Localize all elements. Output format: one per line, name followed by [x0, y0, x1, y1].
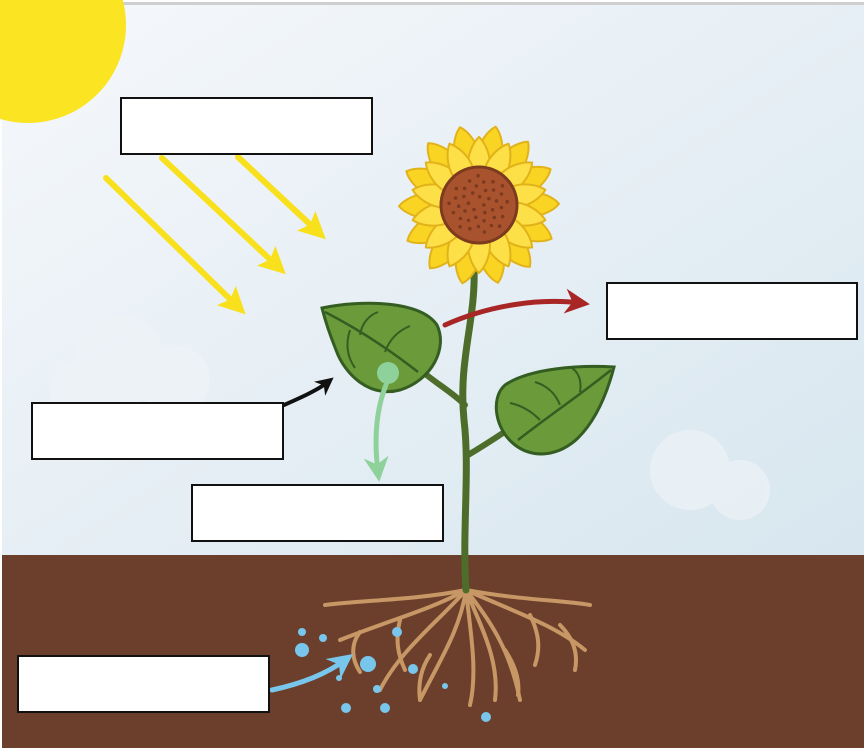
- seed: [447, 201, 451, 206]
- sun-icon: [0, 0, 126, 123]
- seed: [456, 204, 461, 208]
- seed: [474, 184, 479, 188]
- seed: [463, 209, 467, 213]
- seed: [466, 201, 471, 205]
- seed: [492, 215, 497, 220]
- seed: [481, 180, 486, 184]
- water-droplet-icon: [295, 627, 491, 722]
- seed: [477, 194, 482, 199]
- seed: [500, 184, 505, 188]
- seed: [499, 192, 504, 196]
- seed: [491, 179, 495, 184]
- chloroplast-dot: [377, 362, 399, 384]
- seed: [451, 210, 456, 215]
- seed: [466, 218, 471, 223]
- label-box-sunlight[interactable]: [120, 97, 373, 155]
- seed: [453, 196, 458, 200]
- carbon-dioxide-arrow: [282, 377, 334, 407]
- leaf-icon: [494, 364, 616, 456]
- label-box-carbon-dioxide[interactable]: [31, 402, 284, 460]
- seed: [499, 205, 504, 210]
- seed: [454, 186, 459, 191]
- seed: [482, 203, 486, 207]
- oxygen-arrow: [442, 288, 590, 328]
- seed: [476, 174, 480, 178]
- seed: [482, 219, 486, 223]
- seed: [458, 216, 463, 221]
- seed: [468, 226, 472, 231]
- root-icon: [323, 588, 592, 707]
- seed: [458, 225, 462, 229]
- leaf-icon: [320, 301, 442, 393]
- seed: [483, 210, 487, 215]
- seed: [467, 179, 472, 183]
- sunflower-icon: [397, 125, 561, 285]
- label-box-glucose[interactable]: [191, 484, 444, 542]
- seed: [505, 199, 509, 204]
- soil-ground: [2, 555, 864, 748]
- label-box-oxygen[interactable]: [606, 282, 858, 340]
- sunbeam-arrows: [103, 154, 326, 315]
- seed: [487, 196, 491, 201]
- glucose-arrow: [363, 382, 389, 482]
- seed: [462, 194, 466, 199]
- water-arrow: [269, 654, 354, 693]
- seed: [482, 230, 487, 234]
- seed: [476, 224, 481, 229]
- seed: [491, 188, 496, 192]
- seed: [489, 223, 494, 228]
- seed: [490, 208, 495, 212]
- seed: [474, 215, 478, 220]
- seed: [472, 207, 476, 212]
- seed: [494, 199, 499, 203]
- seed: [497, 224, 502, 228]
- label-box-water[interactable]: [17, 655, 270, 713]
- seed: [470, 191, 475, 195]
- seed: [462, 186, 467, 191]
- seed: [500, 214, 505, 219]
- seed: [483, 188, 488, 193]
